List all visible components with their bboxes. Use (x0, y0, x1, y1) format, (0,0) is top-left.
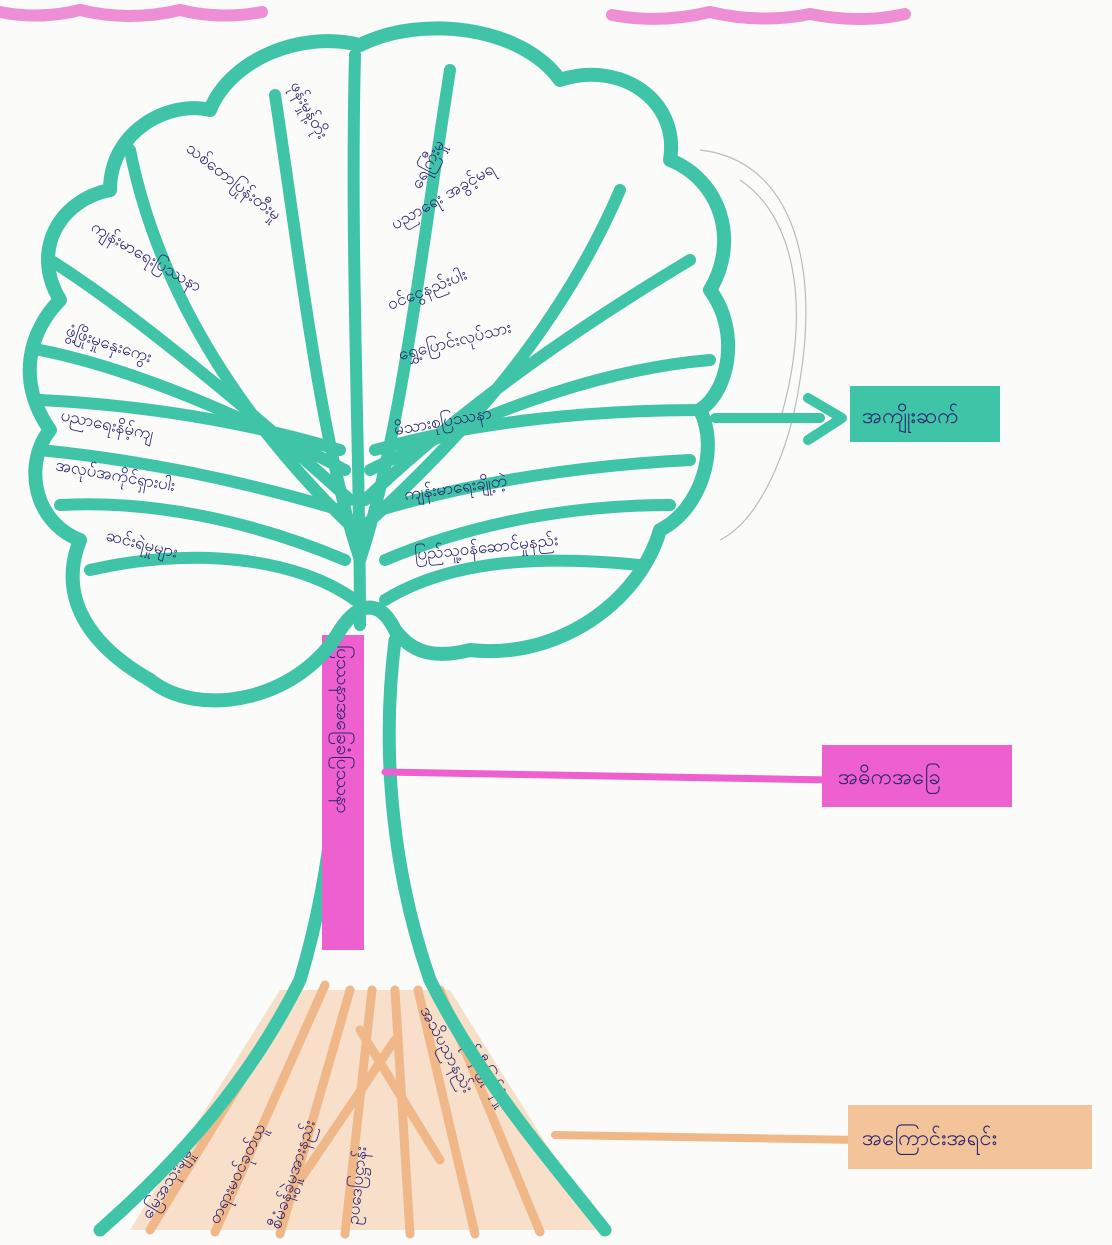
root-line (275, 985, 355, 1239)
leaf-text: သစ်တောပြုန်းတီးမှု (180, 137, 286, 228)
canopy-vein (124, 144, 361, 536)
effect-arrow-head (803, 393, 847, 445)
canopy-vein (359, 254, 696, 506)
cause-label: အကြောင်းအရင်း (862, 1124, 997, 1155)
canopy-vein (34, 344, 351, 476)
leaf-text: ဝင်ငွေနည်းပါး (384, 264, 471, 318)
leaf-text: ပညာရေး အခွင့်မရ (388, 158, 501, 236)
heading-underline-right (606, 5, 911, 25)
canopy-vein (84, 551, 361, 606)
root-line (355, 1025, 445, 1165)
trunk-group: ပြဿနာအခြေခံပြဿနာ (93, 633, 612, 1237)
cause-label-box (848, 1105, 1092, 1169)
canopy-vein (54, 498, 351, 566)
problem-label: အဓိကအခြေ (838, 763, 941, 794)
root-line (340, 985, 377, 1239)
legend-problem: အဓိကအခြေ (381, 745, 1012, 807)
problem-arrow-line (381, 768, 834, 784)
canopy-vein (379, 554, 646, 606)
root-line (210, 980, 330, 1237)
trunk-problem-highlight (322, 635, 364, 950)
canopy-vein (34, 394, 346, 456)
trunk-outline-right (382, 633, 612, 1237)
heading-underline-left (0, 3, 268, 22)
problem-label-box (822, 745, 1012, 807)
canopy-vein (374, 454, 696, 516)
root-line (295, 1035, 400, 1185)
canopy-vein (364, 354, 716, 476)
roots-group: မြေအသုံးချမှု တရားမဝင်ခုတ်ယူ စီမံခန့်ခွဲ… (130, 980, 600, 1239)
pencil-scribble (699, 149, 807, 541)
legend-effect: အကျိုးဆက် (710, 386, 1000, 445)
leaf-text: ဖုန်းမှုန့်တိုး (283, 78, 333, 144)
canopy-vein (44, 254, 356, 506)
trunk-text: ပြဿနာအခြေခံပြဿနာ (328, 645, 356, 813)
root-line (390, 985, 415, 1239)
canopy-vein (379, 499, 676, 566)
legend-cause: အကြောင်းအရင်း (551, 1105, 1092, 1169)
canopy-vein (369, 404, 706, 456)
effect-label: အကျိုးဆက် (862, 403, 959, 434)
canopy-outline (22, 21, 736, 708)
canopy-group: ဖုန်းမှုန့်တိုး ရေကြီးမှု သစ်တောပြုန်းတီ… (22, 21, 736, 708)
canopy-vein (34, 444, 346, 516)
cause-arrow-line (551, 1131, 864, 1144)
root-line (413, 985, 480, 1239)
effect-label-box (850, 386, 1000, 442)
